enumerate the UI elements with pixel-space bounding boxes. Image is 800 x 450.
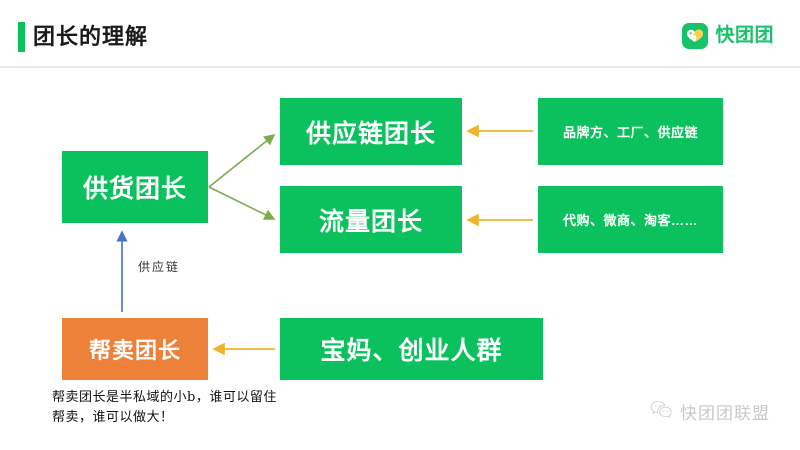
edge-label-supply-chain: 供应链	[138, 260, 181, 274]
heart-logo-icon	[682, 23, 709, 49]
header-divider	[0, 66, 800, 68]
brand-logo: 快团团	[682, 20, 774, 52]
node-gonghuo-tuanzhang[interactable]: 供货团长	[62, 151, 208, 223]
page-title: 团长的理解	[33, 24, 149, 49]
watermark-label: 快团团联盟	[680, 404, 770, 423]
edge-gonghuo-to-liuliang	[208, 186, 276, 220]
node-baoma-chuangye-renqun[interactable]: 宝妈、创业人群	[280, 318, 543, 380]
edge-gonghuo-to-gongyinglian	[208, 134, 276, 188]
node-bangmai-tuanzhang[interactable]: 帮卖团长	[62, 318, 208, 380]
node-pinpai-gongchang-gongyinglian[interactable]: 品牌方、工厂、供应链	[538, 98, 723, 165]
title-accent-bar	[18, 22, 25, 52]
wechat-icon	[650, 400, 672, 424]
footer-watermark: 快团团联盟	[650, 399, 770, 424]
brand-name: 快团团	[715, 25, 774, 46]
node-daigou-weishang-taoke[interactable]: 代购、微商、淘客……	[538, 186, 723, 253]
node-gongyinglian-tuanzhang[interactable]: 供应链团长	[280, 98, 462, 165]
caption-text: 帮卖团长是半私域的小b，谁可以留住帮卖，谁可以做大！	[52, 390, 277, 426]
node-liuliang-tuanzhang[interactable]: 流量团长	[280, 186, 462, 253]
